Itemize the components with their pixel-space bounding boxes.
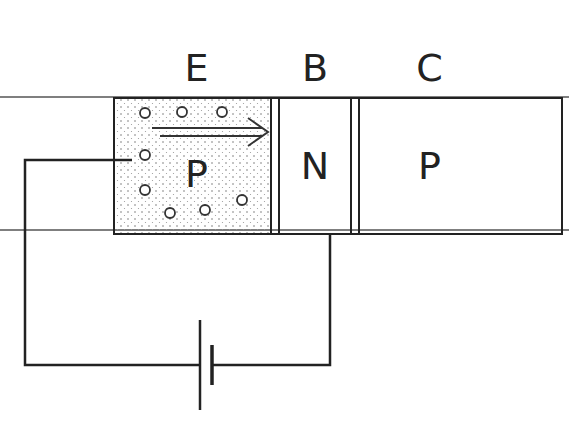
base-region: BN <box>270 97 360 235</box>
doping-letter: P <box>185 155 208 193</box>
doping-letter: P <box>418 147 441 185</box>
battery-wire <box>25 160 330 365</box>
emitter-region: EP <box>113 97 280 235</box>
collector-region: CP <box>350 97 563 235</box>
emitter-doping <box>115 99 269 233</box>
doping-letter: N <box>301 147 329 185</box>
guide-line <box>0 229 569 231</box>
battery-gap <box>201 355 211 375</box>
battery-plate-long <box>199 320 202 410</box>
holes <box>140 107 247 218</box>
battery-plate-short <box>210 345 214 385</box>
terminal-letter: C <box>352 49 561 87</box>
terminal-letter: B <box>272 49 358 87</box>
hole-flow-arrow <box>152 118 268 146</box>
terminal-letter: E <box>115 49 278 87</box>
emitter-contact <box>113 159 132 162</box>
